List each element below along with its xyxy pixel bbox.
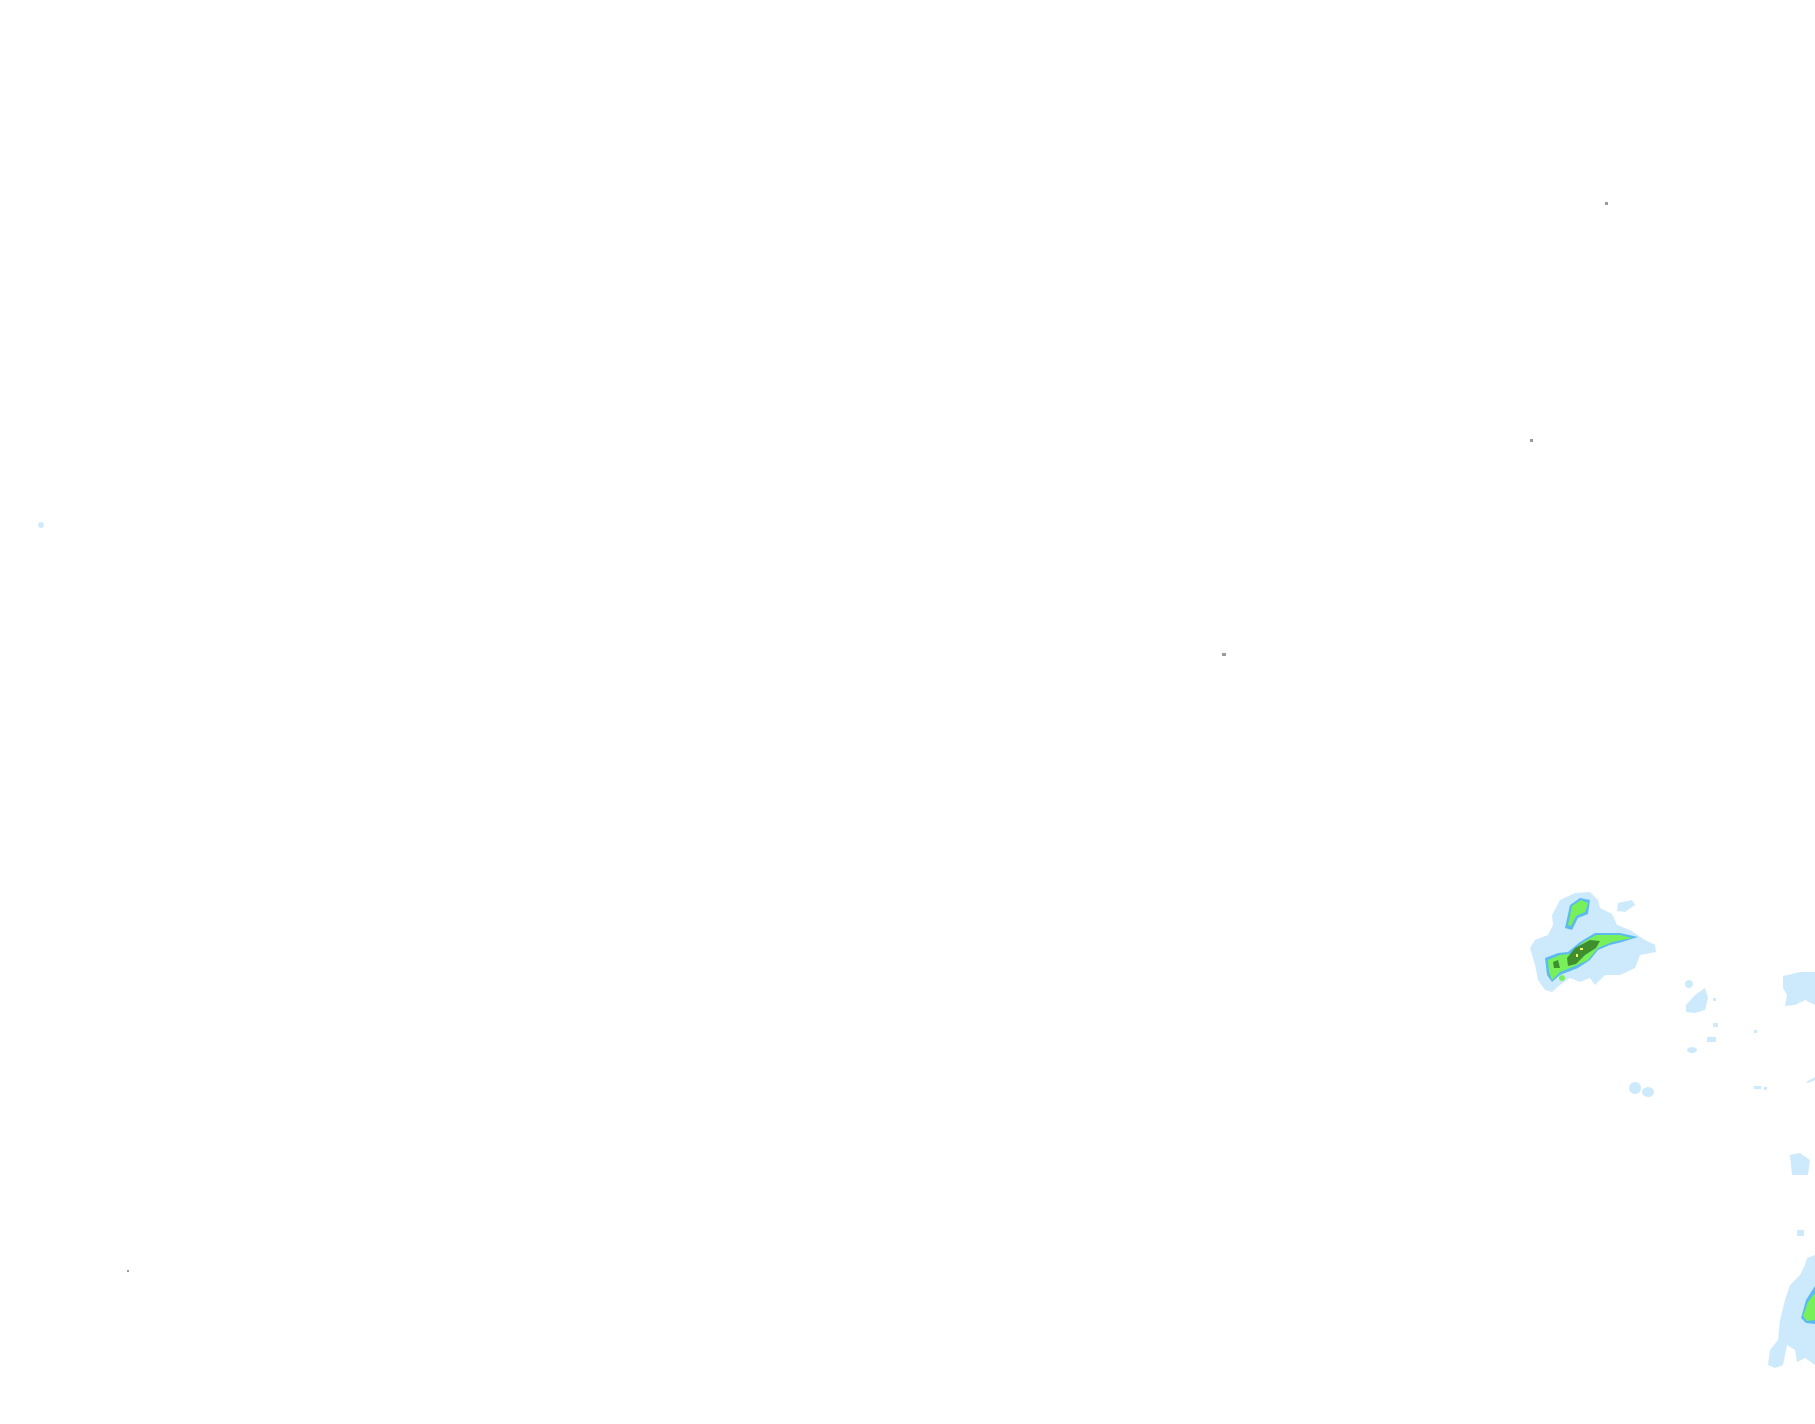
precip-light bbox=[1768, 1255, 1815, 1368]
precip-light bbox=[1686, 988, 1708, 1013]
precip-light bbox=[1754, 1030, 1757, 1033]
precip-light bbox=[1764, 1087, 1767, 1090]
map-marker bbox=[1222, 653, 1226, 656]
precip-light bbox=[1685, 980, 1693, 988]
precip-light bbox=[1783, 972, 1815, 1006]
precip-extreme bbox=[1580, 948, 1583, 950]
precip-heavy bbox=[1803, 1293, 1815, 1321]
precip-very-heavy bbox=[1553, 960, 1560, 968]
precip-heavy bbox=[1548, 935, 1632, 980]
map-marker bbox=[1605, 202, 1608, 205]
precip-light bbox=[38, 522, 44, 528]
precip-heavy bbox=[1559, 975, 1565, 981]
precip-light bbox=[1713, 998, 1716, 1001]
precip-light bbox=[1790, 1153, 1810, 1175]
precip-light bbox=[1617, 900, 1635, 912]
map-marker bbox=[127, 1270, 129, 1272]
map-marker bbox=[1530, 439, 1533, 442]
precip-light bbox=[1797, 1230, 1804, 1236]
precip-heavy bbox=[1568, 900, 1588, 926]
precip-light bbox=[1713, 1023, 1718, 1027]
precip-extreme bbox=[1576, 954, 1578, 957]
precip-light bbox=[1754, 1086, 1761, 1089]
precip-very-heavy bbox=[1567, 940, 1600, 966]
precip-light bbox=[1642, 1087, 1654, 1097]
precip-light bbox=[1806, 1077, 1815, 1083]
precip-light bbox=[1687, 1047, 1697, 1053]
precip-moderate bbox=[1545, 933, 1638, 982]
precip-light bbox=[1707, 1037, 1716, 1042]
precip-light bbox=[1629, 1082, 1641, 1094]
